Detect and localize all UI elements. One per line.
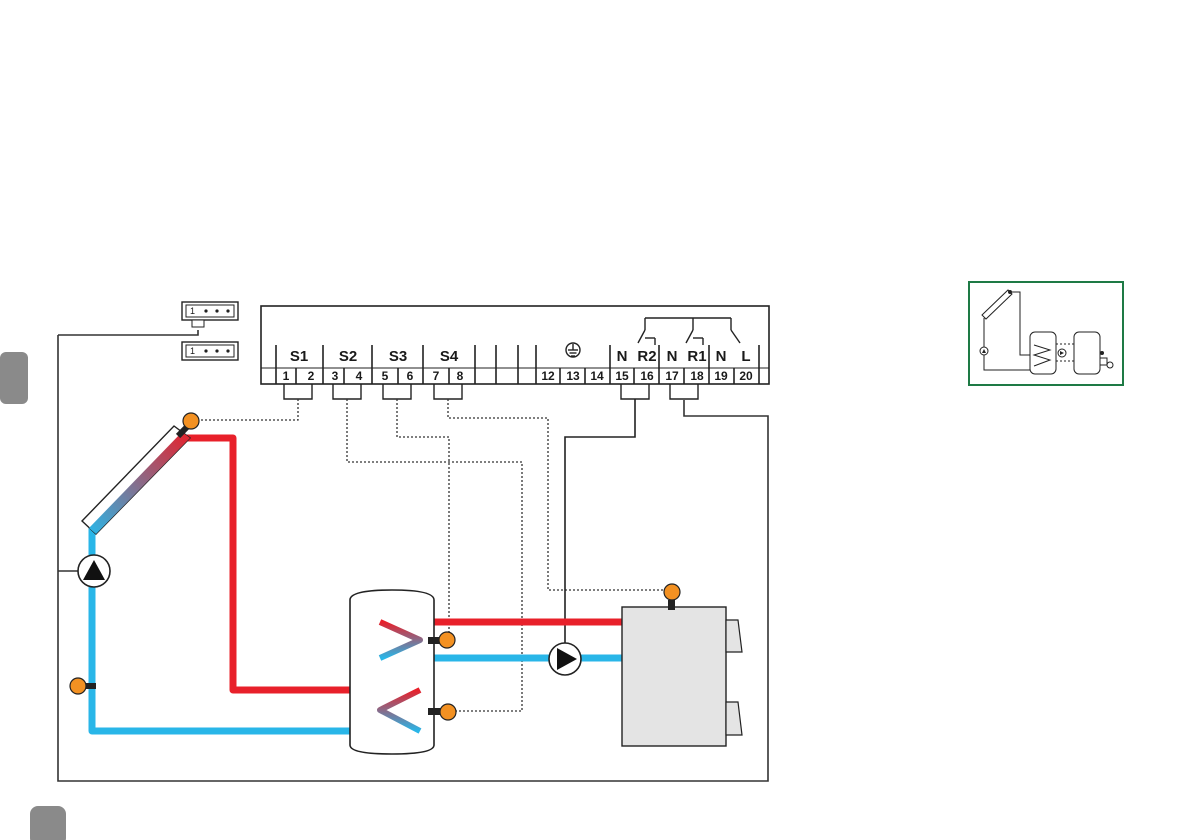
boiler [622,600,742,746]
pin-19: 19 [714,369,728,383]
relay-r1-label: R1 [687,348,706,365]
return-sensor [70,678,86,694]
pin-1: 1 [283,369,290,383]
relay-n-label: N [667,348,678,365]
relay-n-label: N [617,348,628,365]
relay-n-label: N [716,348,727,365]
connector-pin-label: 1 [190,306,195,316]
pin-3: 3 [332,369,339,383]
pump-icon [78,555,110,587]
storage-tank [350,590,442,754]
connector-pin-label: 1 [190,346,195,356]
boiler-sensor [664,584,680,600]
pin-6: 6 [407,369,414,383]
sensor-s2-label: S2 [339,348,357,365]
collector-sensor [183,413,199,429]
terminal-block: S1 S2 S3 S4 1 2 3 4 5 6 7 8 12 13 14 15 … [261,306,769,384]
schematic-thumbnail [969,282,1123,385]
pin-15: 15 [615,369,629,383]
sensor-s3-label: S3 [389,348,407,365]
pin-20: 20 [739,369,753,383]
tank-lower-sensor [440,704,456,720]
relay-r2-label: R2 [637,348,656,365]
sensor-s1-label: S1 [290,348,308,365]
pin-18: 18 [690,369,704,383]
connector-bottom: 1 [182,342,238,360]
pin-14: 14 [590,369,604,383]
pin-5: 5 [382,369,389,383]
pin-12: 12 [541,369,555,383]
pump-icon [549,643,581,675]
pin-7: 7 [433,369,440,383]
pin-16: 16 [640,369,654,383]
side-tab [0,352,28,404]
sensor-s4-label: S4 [440,348,459,365]
page-tab [30,806,66,840]
pin-2: 2 [308,369,315,383]
terminal-brackets [284,384,698,399]
solar-collector [82,424,190,534]
pin-8: 8 [457,369,464,383]
connector-top: 1 [182,302,238,327]
pin-13: 13 [566,369,580,383]
tank-upper-sensor [439,632,455,648]
pin-17: 17 [665,369,679,383]
relay-l-label: L [741,348,750,365]
pin-4: 4 [356,369,363,383]
